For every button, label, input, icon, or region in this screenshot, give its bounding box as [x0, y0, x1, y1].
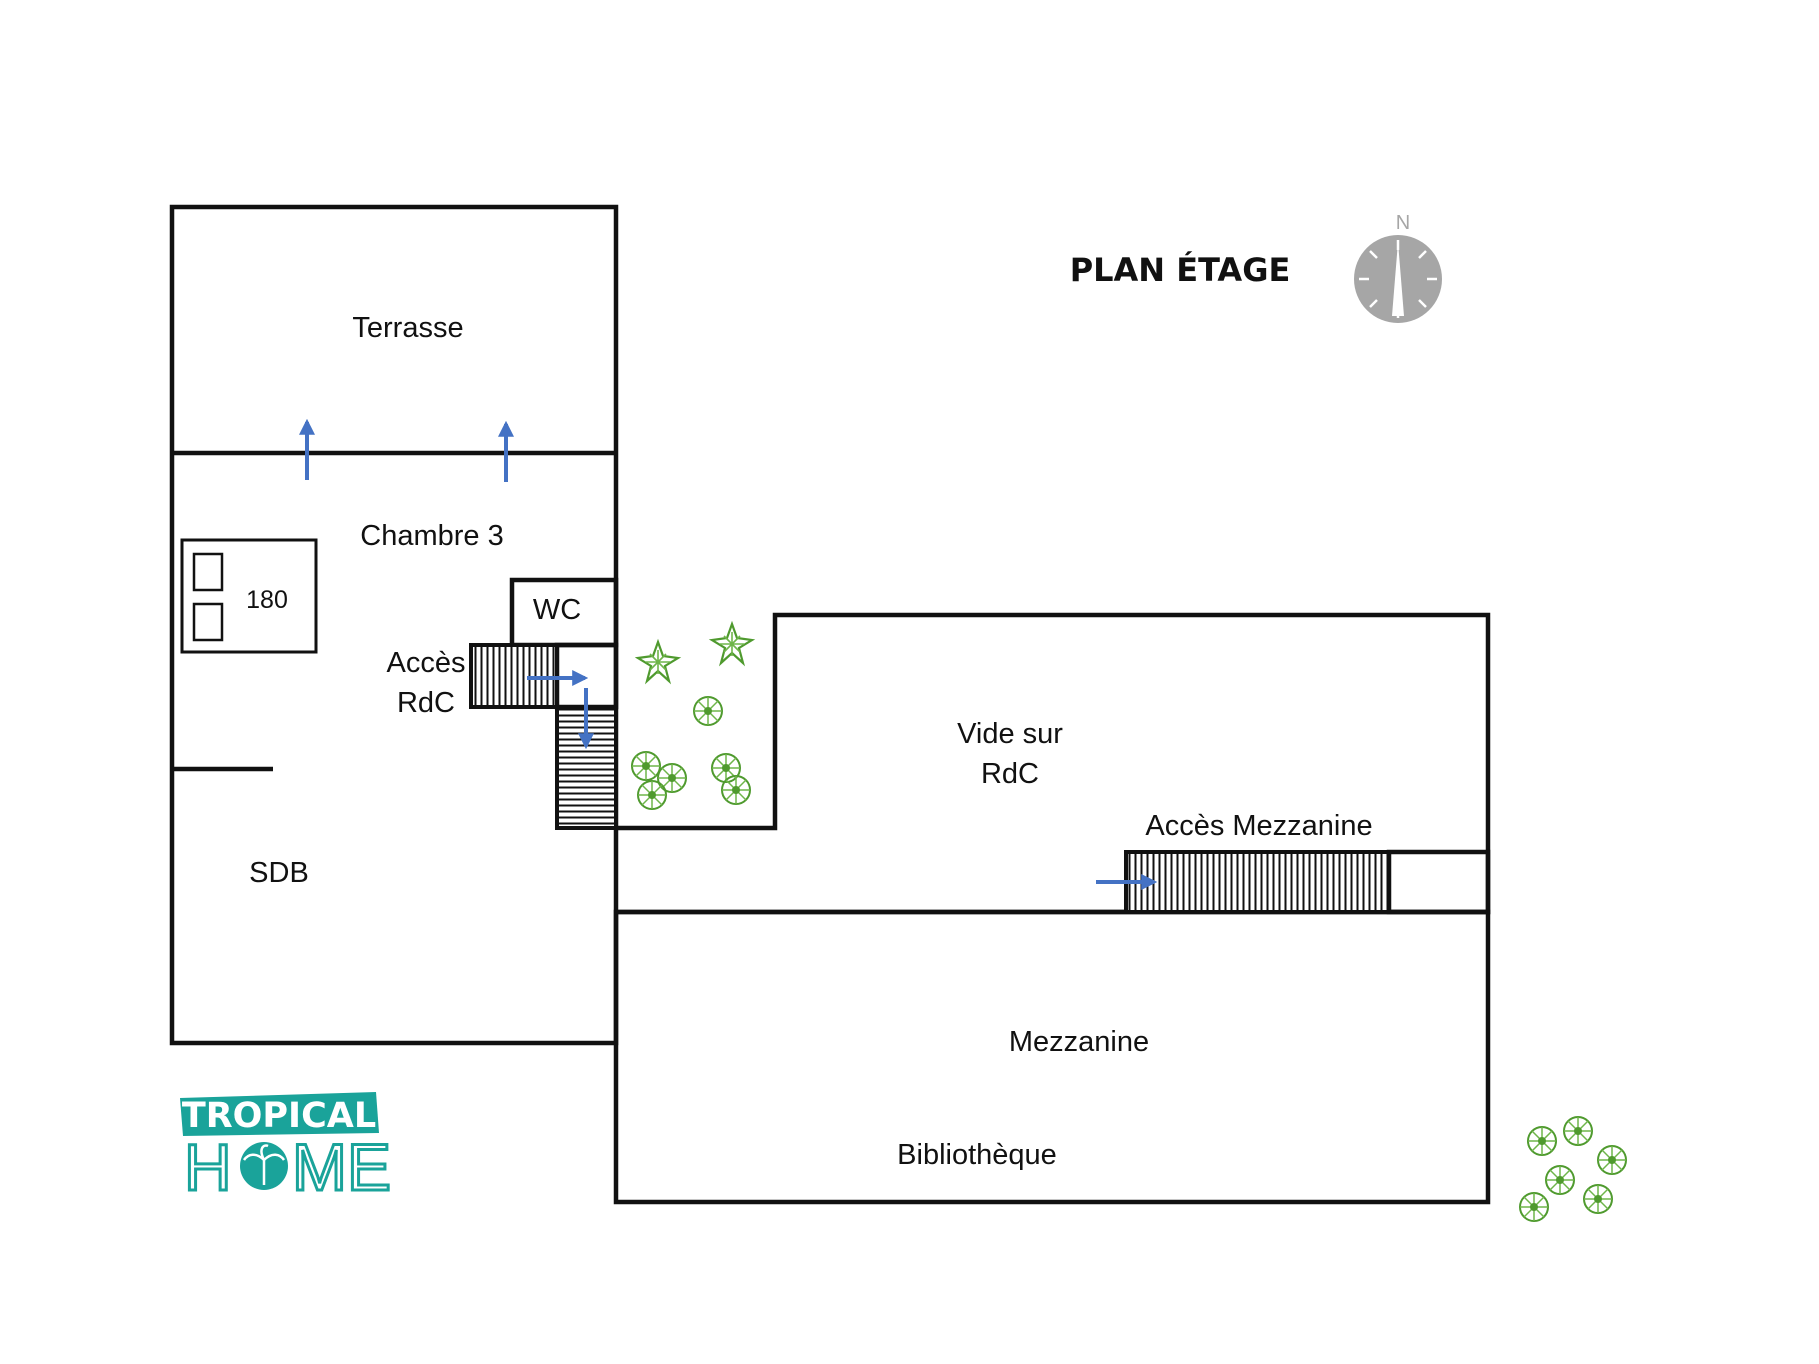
plant-icon: [1597, 1145, 1627, 1175]
label-mezzanine: Mezzanine: [1009, 1026, 1149, 1058]
plant-icon: [1583, 1184, 1613, 1214]
plant-icon: [1527, 1126, 1557, 1156]
mezzanine-room: [613, 909, 1491, 1205]
plant-icon: [657, 763, 687, 793]
label-vide-line1: Vide sur: [957, 718, 1063, 750]
plant-icon: [721, 775, 751, 805]
label-acces-rdc-line2: RdC: [397, 687, 455, 719]
mezzanine-landing: [1386, 849, 1491, 915]
label-acces-mezzanine: Accès Mezzanine: [1145, 810, 1372, 842]
plant-icon: [636, 640, 680, 683]
compass-north-label: N: [1396, 212, 1410, 234]
bed-pillow-top: [192, 552, 224, 592]
plant-icon: [1545, 1165, 1575, 1195]
plant-icon: [1563, 1116, 1593, 1146]
logo-h: H: [184, 1130, 232, 1204]
label-terrasse: Terrasse: [352, 312, 463, 344]
logo-top-text: TROPICAL: [182, 1096, 376, 1136]
compass-icon: N: [1354, 212, 1442, 323]
page-title: PLAN ÉTAGE: [1070, 251, 1291, 289]
label-acces-rdc-line1: Accès: [387, 647, 466, 679]
tropical-home-logo: TROPICAL H ME: [180, 1092, 393, 1206]
logo-me: ME: [292, 1130, 391, 1204]
label-wc: WC: [533, 594, 581, 626]
stair-mezzanine: [1124, 850, 1391, 914]
plant-icon: [1519, 1192, 1549, 1222]
label-sdb: SDB: [249, 857, 309, 889]
label-chambre: Chambre 3: [360, 520, 503, 552]
bed: [180, 538, 318, 654]
bed-pillow-bottom: [192, 602, 224, 642]
plant-icon: [637, 780, 667, 810]
label-bed-size: 180: [246, 586, 288, 614]
label-vide-line2: RdC: [981, 758, 1039, 790]
plant-icon: [631, 751, 661, 781]
plant-icon: [693, 696, 723, 726]
label-bibliotheque: Bibliothèque: [897, 1139, 1057, 1171]
plant-icon: [710, 622, 754, 665]
